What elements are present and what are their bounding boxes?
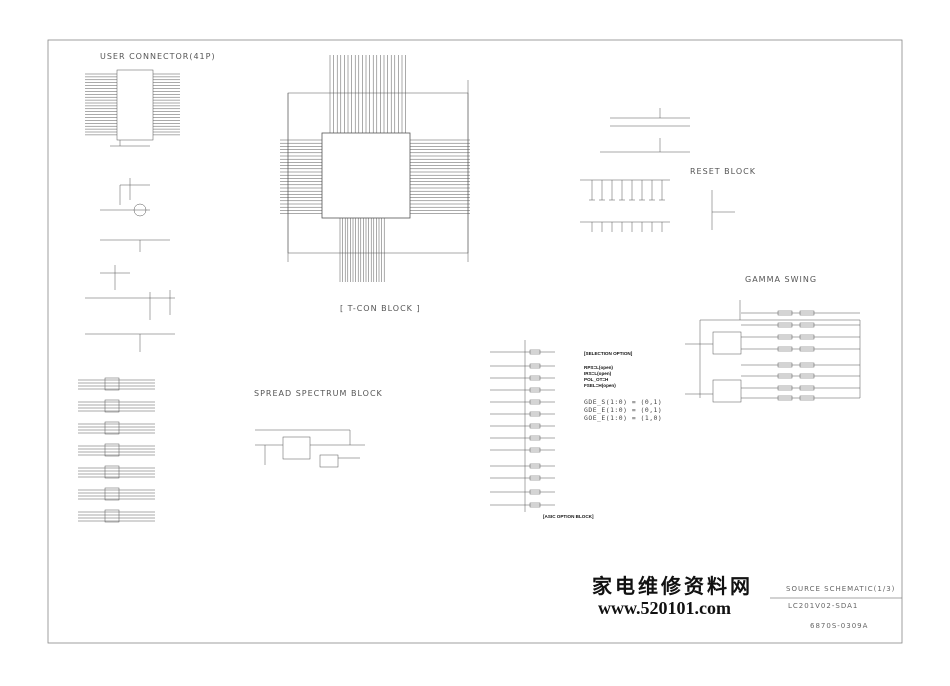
selection-option-title: [SELECTION OPTION] <box>584 351 633 356</box>
gamma-resistor <box>777 310 793 316</box>
gamma-swing-title: GAMMA SWING <box>745 275 818 284</box>
option-resistor <box>529 489 541 495</box>
gamma-resistor <box>777 362 793 368</box>
option-resistor <box>529 463 541 469</box>
gamma-resistor <box>799 373 815 379</box>
asic-option-title: [ASIC OPTION BLOCK] <box>543 514 594 519</box>
watermark-chinese: 家电维修资料网 <box>592 574 753 598</box>
reset-circuit <box>580 108 735 232</box>
gamma-resistor <box>777 395 793 401</box>
user-connector-circuit <box>85 69 180 147</box>
option-resistor <box>529 435 541 441</box>
gamma-resistor <box>799 322 815 328</box>
gamma-resistor <box>799 362 815 368</box>
option-resistor <box>529 475 541 481</box>
selection-option-line: RPS=L(open) <box>584 365 613 370</box>
option-resistor <box>529 363 541 369</box>
gamma-resistor <box>799 334 815 340</box>
resistor-array <box>104 465 120 479</box>
interlace-circuit <box>85 178 175 352</box>
spread-spectrum-title: SPREAD SPECTRUM BLOCK <box>254 389 383 398</box>
user-connector-title: USER CONNECTOR(41P) <box>100 52 216 61</box>
option-resistor <box>529 411 541 417</box>
gamma-resistor <box>799 310 815 316</box>
watermark-url: www.520101.com <box>598 598 731 618</box>
spread-spectrum-circuit <box>255 429 365 468</box>
gamma-resistor <box>777 334 793 340</box>
gamma-resistor <box>799 385 815 391</box>
option-resistor <box>529 349 541 355</box>
gamma-resistor <box>777 322 793 328</box>
option-resistor <box>529 375 541 381</box>
resistor-array <box>104 487 120 501</box>
gamma-resistor <box>777 346 793 352</box>
resistor-array <box>104 509 120 523</box>
option-resistor <box>529 447 541 453</box>
gde-setting-line: GOE_E(1:0) = (1,0) <box>584 414 663 422</box>
gde-setting-line: GDE_S(1:0) = (0,1) <box>584 398 663 406</box>
option-resistor <box>529 423 541 429</box>
gamma-swing-circuit <box>685 300 861 403</box>
resistor-array <box>104 443 120 457</box>
sheet-title: SOURCE SCHEMATIC(1/3) <box>786 585 896 593</box>
gamma-resistor <box>777 373 793 379</box>
option-resistor <box>529 399 541 405</box>
gamma-resistor <box>799 395 815 401</box>
resistor-array-bank <box>78 377 155 523</box>
document-number: 6870S-0309A <box>810 622 869 630</box>
resistor-array <box>104 421 120 435</box>
gamma-resistor <box>777 385 793 391</box>
option-resistor <box>529 387 541 393</box>
gamma-resistor <box>799 346 815 352</box>
selection-option-line: FSEL=H(open) <box>584 383 616 388</box>
tcon-block-title: [ T-CON BLOCK ] <box>340 304 421 313</box>
gde-setting-line: GDE_E(1:0) = (0,1) <box>584 406 663 414</box>
selection-option-line: IRS=L(open) <box>584 371 612 376</box>
asic-option-circuit <box>490 340 555 512</box>
resistor-array <box>104 377 120 391</box>
reset-block-title: RESET BLOCK <box>690 167 756 176</box>
option-resistor <box>529 502 541 508</box>
model-number: LC201V02-SDA1 <box>788 602 859 610</box>
selection-option-line: POL_OT=H <box>584 377 609 382</box>
resistor-array <box>104 399 120 413</box>
drawing-frame <box>47 39 903 644</box>
tcon-circuit <box>280 55 470 282</box>
